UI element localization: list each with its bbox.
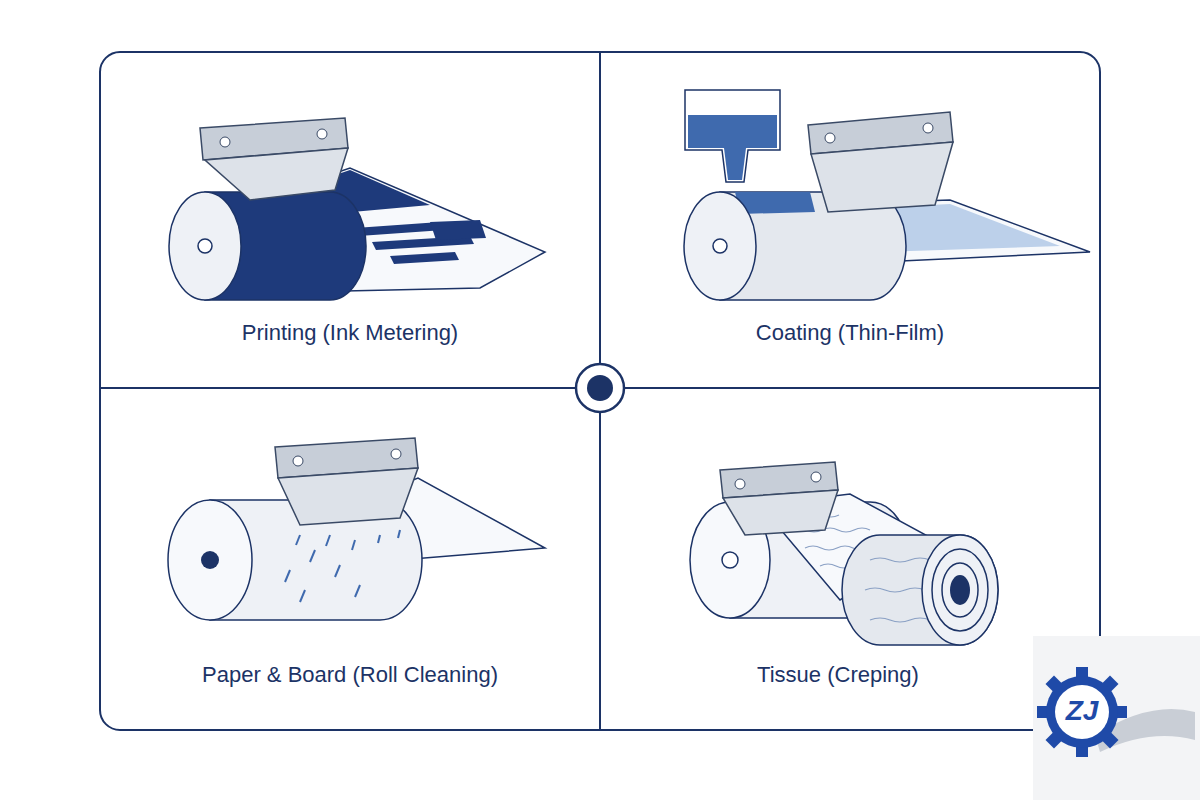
panel-caption: Coating (Thin-Film) [756, 320, 944, 346]
panel: Printing (Ink Metering) [102, 54, 598, 386]
doctor-blade [278, 468, 418, 525]
debris [285, 530, 400, 602]
panel-caption: Paper & Board (Roll Cleaning) [202, 662, 498, 688]
logo-text: ZJ [1052, 697, 1112, 725]
bolt-hole [811, 472, 821, 482]
roller-hub [201, 551, 219, 569]
debris-dash [352, 540, 355, 550]
panel-caption: Tissue (Creping) [757, 662, 919, 688]
debris-dash [398, 530, 400, 538]
creping-blade [723, 490, 838, 535]
log-core [950, 575, 970, 605]
print-mark [355, 222, 444, 236]
logo-gear-teeth [1037, 667, 1127, 757]
bolt-hole [735, 479, 745, 489]
coating-illustration [684, 90, 1090, 300]
center-ring [576, 364, 624, 412]
tissue-log [842, 535, 998, 645]
print-mark [390, 252, 459, 264]
bolt-hole [220, 137, 230, 147]
logo-ground [1033, 636, 1200, 800]
cleaning-illustration [168, 438, 545, 620]
roller-end [169, 192, 241, 300]
bolt-hole [825, 133, 835, 143]
printing-illustration [169, 118, 545, 300]
roller-end [684, 192, 756, 300]
doctor-blade [205, 148, 348, 200]
center-dot [587, 375, 613, 401]
panel: Paper & Board (Roll Cleaning) [102, 390, 598, 728]
log-end [922, 535, 998, 645]
bolt-hole [317, 129, 327, 139]
print-mark [430, 220, 486, 240]
frame [100, 52, 1100, 730]
roller-end [168, 500, 252, 620]
panel: Coating (Thin-Film) [602, 54, 1098, 386]
logo [1033, 636, 1200, 800]
roller-hub [722, 552, 738, 568]
debris-dash [300, 590, 305, 602]
panel: Tissue (Creping) [602, 390, 1098, 728]
log-ring [932, 549, 988, 631]
debris-dash [355, 585, 360, 597]
debris-dash [326, 535, 330, 546]
debris-dash [296, 535, 300, 545]
creping-illustration [690, 462, 998, 645]
debris-dash [335, 565, 340, 577]
debris-dash [378, 535, 380, 543]
log-ring [942, 563, 978, 617]
coating-fluid [688, 115, 777, 180]
bolt-hole [293, 456, 303, 466]
panel-caption: Printing (Ink Metering) [242, 320, 458, 346]
roller-hub [198, 239, 212, 253]
doctor-blade [811, 142, 953, 212]
bolt-hole [923, 123, 933, 133]
debris-dash [310, 550, 315, 562]
bolt-hole [391, 449, 401, 459]
debris-dash [285, 570, 290, 582]
roller-hub [713, 239, 727, 253]
hopper [685, 90, 780, 182]
logo-gear [1046, 676, 1118, 748]
